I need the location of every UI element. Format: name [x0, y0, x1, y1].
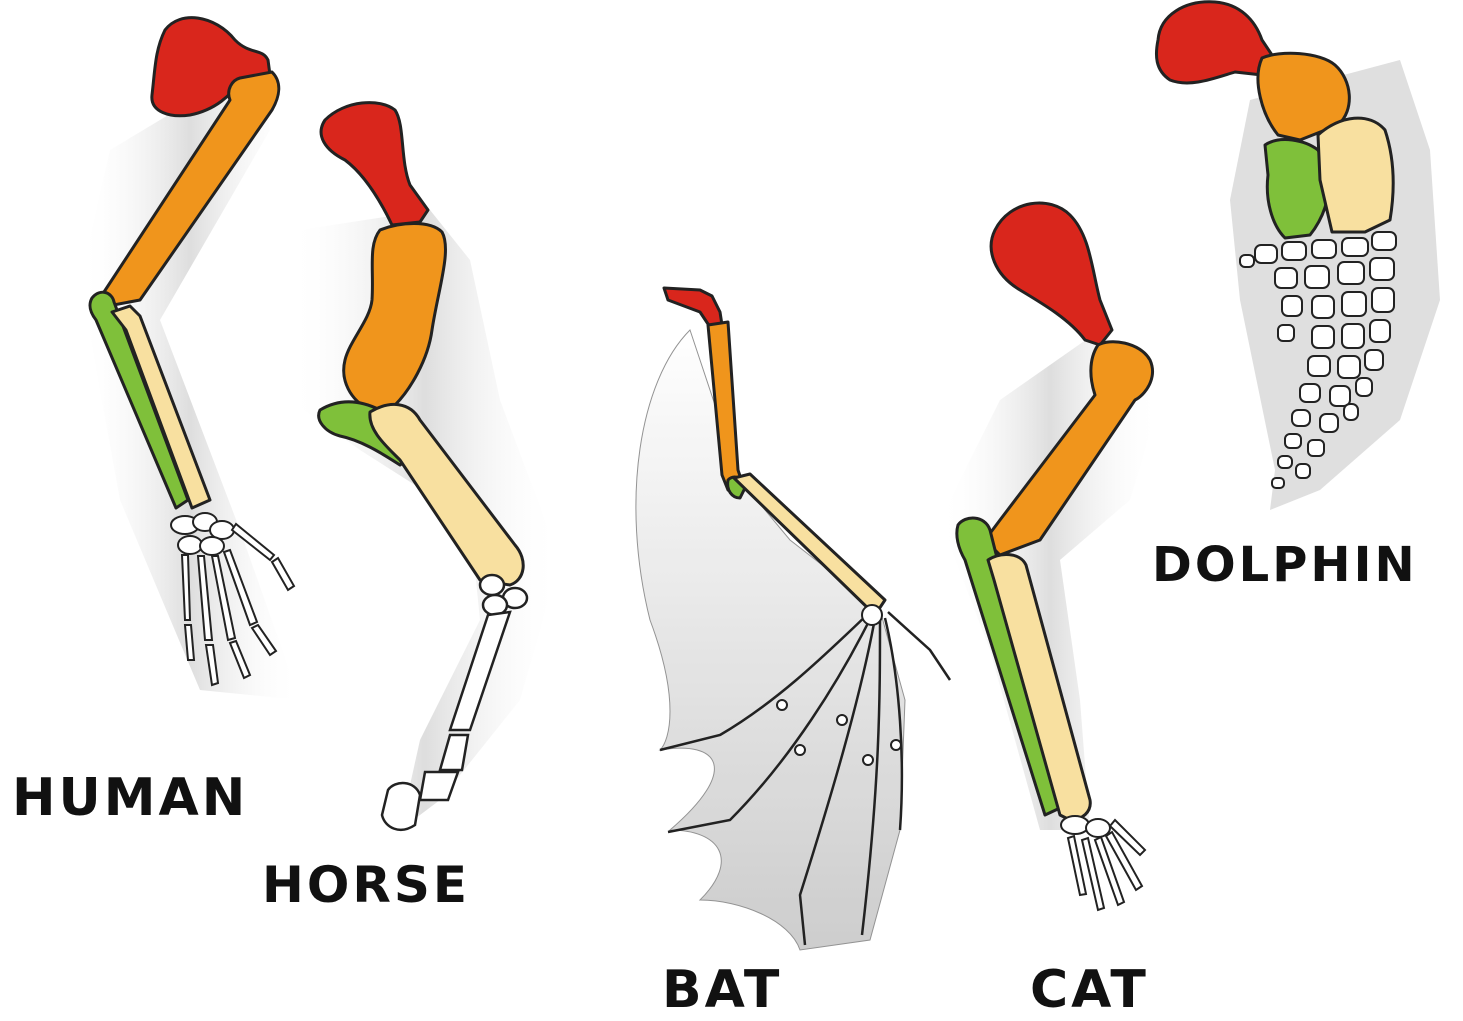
cat-paw: [1061, 816, 1145, 910]
bat-membrane: [636, 330, 905, 950]
horse-label: HORSE: [262, 860, 470, 910]
horse-scapula: [321, 103, 428, 225]
horse-leg: [290, 103, 560, 830]
cat-leg: [940, 203, 1160, 910]
dolphin-radius: [1318, 118, 1393, 232]
bat-label: BAT: [662, 964, 782, 1016]
cat-label: CAT: [1030, 964, 1149, 1016]
cat-scapula: [991, 203, 1112, 345]
dolphin-flipper: [1156, 2, 1440, 510]
human-label: HUMAN: [12, 772, 248, 824]
dolphin-scapula: [1156, 2, 1272, 83]
human-arm: [80, 18, 300, 700]
dolphin-label: DOLPHIN: [1152, 541, 1418, 589]
bat-wing: [636, 288, 950, 950]
